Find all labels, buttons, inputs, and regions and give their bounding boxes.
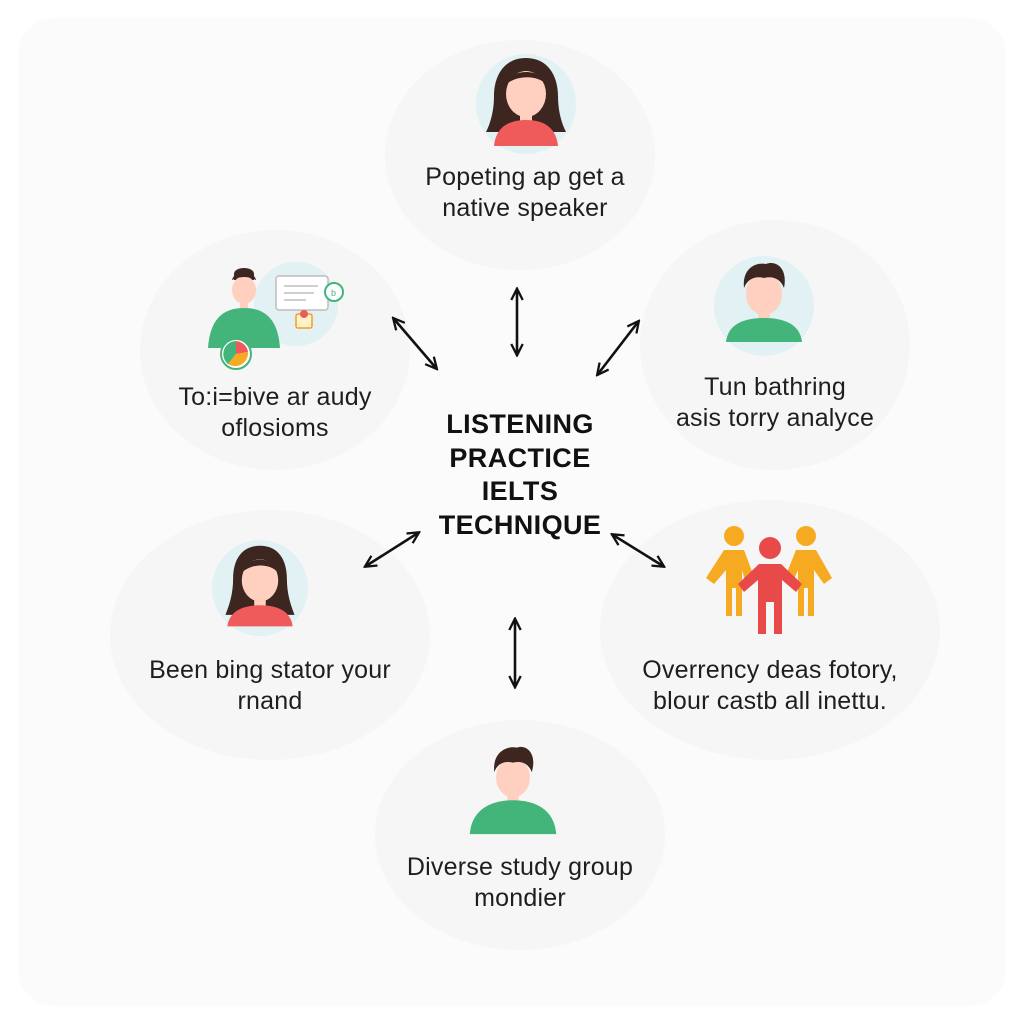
node-label-upper-left: To:i=bive ar audy oflosioms	[140, 382, 410, 444]
node-label-bottom-line-2: mondier	[474, 884, 566, 912]
center-title-line-2: PRACTICE	[449, 442, 591, 473]
node-label-top: Popeting ap get a native speaker	[380, 162, 670, 224]
node-label-lower-left-line-1: Been bing stator your	[149, 656, 391, 684]
man-avatar-icon-bottom	[469, 746, 557, 835]
node-label-lower-right-line-1: Overrency deas fotory,	[642, 656, 898, 684]
node-label-lower-right: Overrency deas fotory, blour castb all i…	[600, 655, 940, 717]
center-title-line-4: TECHNIQUE	[438, 509, 602, 540]
node-label-top-line-1: Popeting ap get a	[425, 163, 625, 191]
group-of-people-icon	[706, 526, 832, 634]
node-label-lower-left: Been bing stator your rnand	[110, 655, 430, 717]
woman-avatar-icon	[476, 54, 576, 154]
node-label-bottom: Diverse study group mondier	[375, 852, 665, 914]
node-label-bottom-line-1: Diverse study group	[406, 853, 634, 881]
man-with-chat-board-icon: b	[208, 262, 344, 370]
node-label-lower-right-line-2: blour castb all inettu.	[653, 687, 887, 715]
center-title-line-1: LISTENING	[446, 409, 594, 439]
node-label-upper-left-line-1: To:i=bive ar audy	[178, 383, 372, 411]
man-avatar-icon	[714, 256, 814, 356]
node-label-upper-right: Tun bathring asis torry analyce	[640, 372, 910, 434]
node-label-top-line-2: native speaker	[442, 194, 608, 222]
node-label-upper-right-line-2: asis torry analyce	[675, 404, 875, 432]
center-title: LISTENING PRACTICE IELTS TECHNIQUE	[410, 408, 630, 542]
svg-text:b: b	[331, 288, 336, 298]
center-title-line-3: IELTS	[481, 476, 559, 506]
node-label-upper-right-line-1: Tun bathring	[704, 373, 846, 401]
girl-avatar-icon	[212, 540, 308, 636]
node-label-upper-left-line-2: oflosioms	[221, 414, 329, 442]
node-label-lower-left-line-2: rnand	[237, 687, 303, 715]
